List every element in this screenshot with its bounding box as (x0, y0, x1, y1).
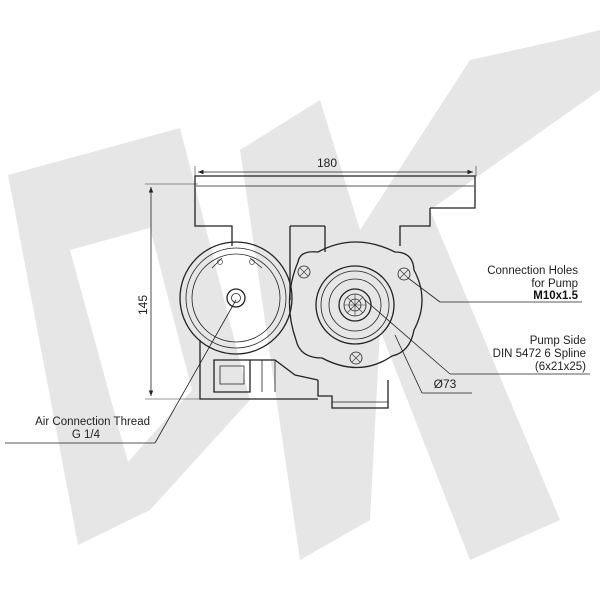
air-connection-callout: Air Connection Thread G 1/4 (5, 299, 237, 444)
connection-holes-callout: Connection Holes for Pump M10x1.5 (407, 265, 582, 303)
air-connection-line2: G 1/4 (72, 429, 101, 441)
pump-side-line2: DIN 5472 6 Spline (493, 348, 586, 360)
pump-body-outline (194, 175, 476, 409)
pump-side-line1: Pump Side (530, 335, 586, 347)
air-connection-line1: Air Connection Thread (35, 416, 150, 428)
height-dimension: 145 (136, 183, 200, 400)
connection-holes-line1: Connection Holes (487, 265, 578, 277)
pump-side-callout: Pump Side DIN 5472 6 Spline (6x21x25) (364, 299, 590, 375)
logo-watermark (8, 30, 600, 560)
air-housing (179, 241, 319, 393)
connection-holes-line2: for Pump (531, 278, 578, 290)
pump-side-line3: (6x21x25) (535, 361, 586, 373)
pump-flange (288, 241, 423, 369)
diameter-callout: Ø73 (394, 334, 472, 394)
width-dimension: 180 (194, 156, 477, 186)
diameter-label: Ø73 (434, 377, 457, 391)
connection-holes-line3: M10x1.5 (533, 290, 578, 302)
width-dimension-label: 180 (317, 156, 337, 170)
height-dimension-label: 145 (136, 295, 150, 315)
